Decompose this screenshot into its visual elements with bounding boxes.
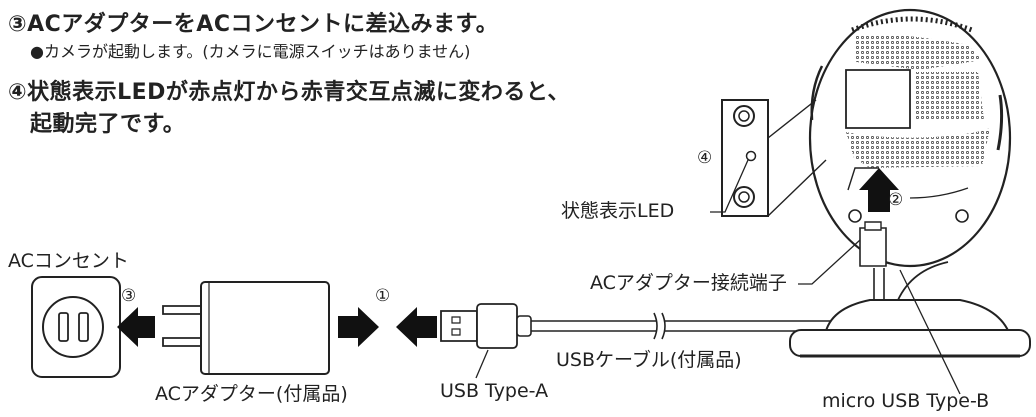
- step4-title-line2: 起動完了です。: [30, 112, 186, 137]
- marker-3: ③: [121, 286, 137, 306]
- step3-note: ●カメラが起動します。(カメラに電源スイッチはありません): [30, 42, 471, 61]
- adapter-port-label: ACアダプター接続端子: [590, 272, 787, 294]
- status-led-label: 状態表示LED: [561, 200, 675, 222]
- step4-title-line1: ④状態表示LEDが赤点灯から赤青交互点滅に変わると、: [8, 80, 571, 105]
- led-indicator-icon: [747, 152, 756, 161]
- ac-adapter-icon: [163, 282, 329, 374]
- micro-usb-label: micro USB Type-B: [822, 390, 990, 412]
- usb-type-a-plug-icon: [441, 304, 531, 348]
- usb-cable-label: USBケーブル(付属品): [556, 349, 742, 371]
- arrow-left-icon: [396, 307, 437, 347]
- camera-icon: [790, 10, 1030, 356]
- marker-4: ④: [697, 148, 713, 168]
- status-led-panel: [722, 100, 826, 216]
- arrow-right-icon: [338, 307, 379, 347]
- marker-2: ②: [888, 190, 904, 210]
- ac-outlet-icon: [32, 277, 120, 377]
- usb-type-a-label: USB Type-A: [440, 380, 549, 402]
- arrow-left-icon: [117, 307, 155, 347]
- arrow-up-icon: [859, 168, 899, 212]
- step3-title: ③ACアダプターをACコンセントに差込みます。: [8, 12, 499, 37]
- marker-1: ①: [375, 286, 391, 306]
- ac-adapter-label: ACアダプター(付属品): [155, 383, 348, 405]
- ac-outlet-label: ACコンセント: [8, 250, 129, 272]
